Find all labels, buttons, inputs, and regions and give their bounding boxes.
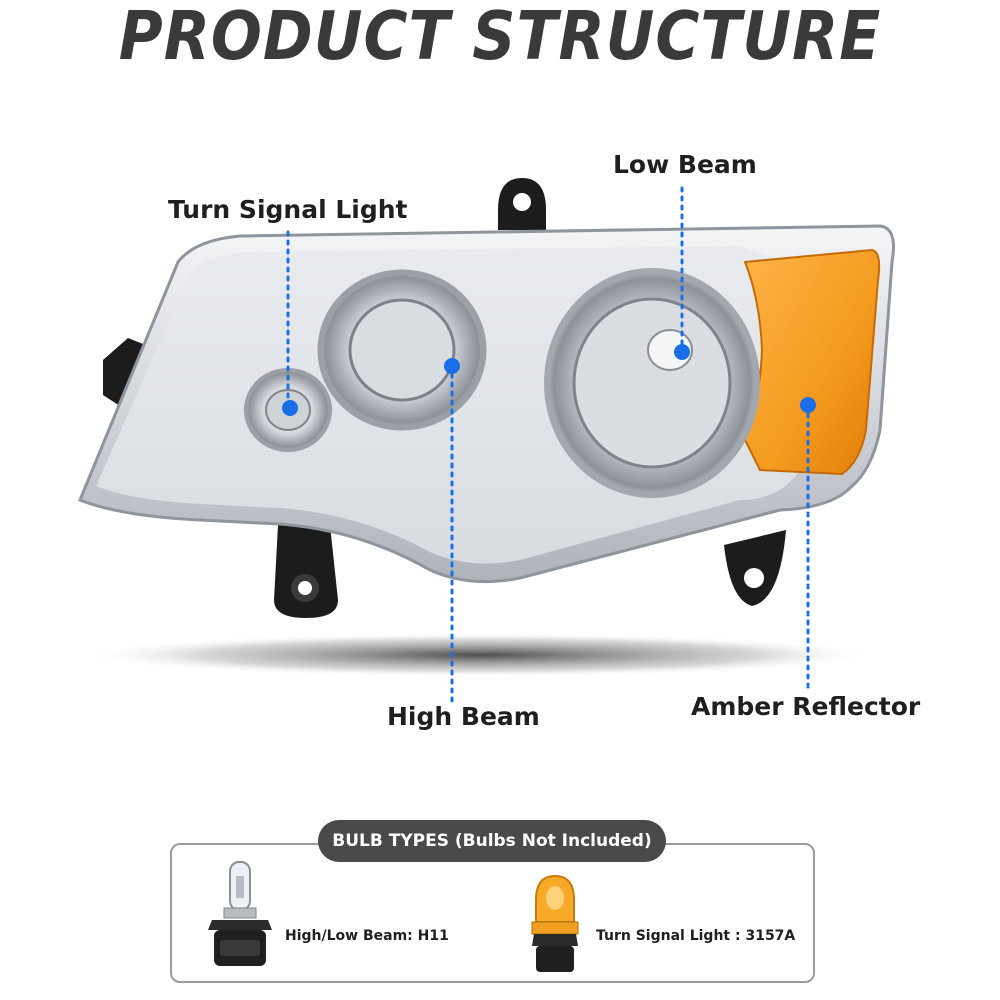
low-beam-dot (674, 344, 690, 360)
amber-reflector-shape (743, 248, 881, 476)
turn-signal-label: Turn Signal Light (168, 195, 408, 224)
amber-reflector-label: Amber Reflector (691, 692, 921, 721)
bulb-types-heading: BULB TYPES (Bulbs Not Included) (318, 820, 666, 862)
h11-bulb-text: High/Low Beam: H11 (285, 928, 449, 944)
bulb-types-panel (170, 843, 815, 983)
mount-tab-bottom-left (274, 525, 338, 618)
mount-tab-top (498, 178, 546, 230)
floor-shadow (85, 633, 875, 677)
page-title: PRODUCT STRUCTURE (118, 0, 882, 76)
h11-bulb-icon (208, 861, 272, 966)
3157a-bulb-text: Turn Signal Light : 3157A (596, 928, 796, 944)
mount-tab-bottom-right (724, 530, 786, 606)
high-beam-dot (444, 358, 460, 374)
3157a-bulb-icon (531, 874, 579, 972)
low-beam-label: Low Beam (613, 150, 757, 179)
high-beam-label: High Beam (387, 702, 540, 731)
turn-signal-dot (282, 400, 298, 416)
amber-reflector-dot (800, 397, 816, 413)
